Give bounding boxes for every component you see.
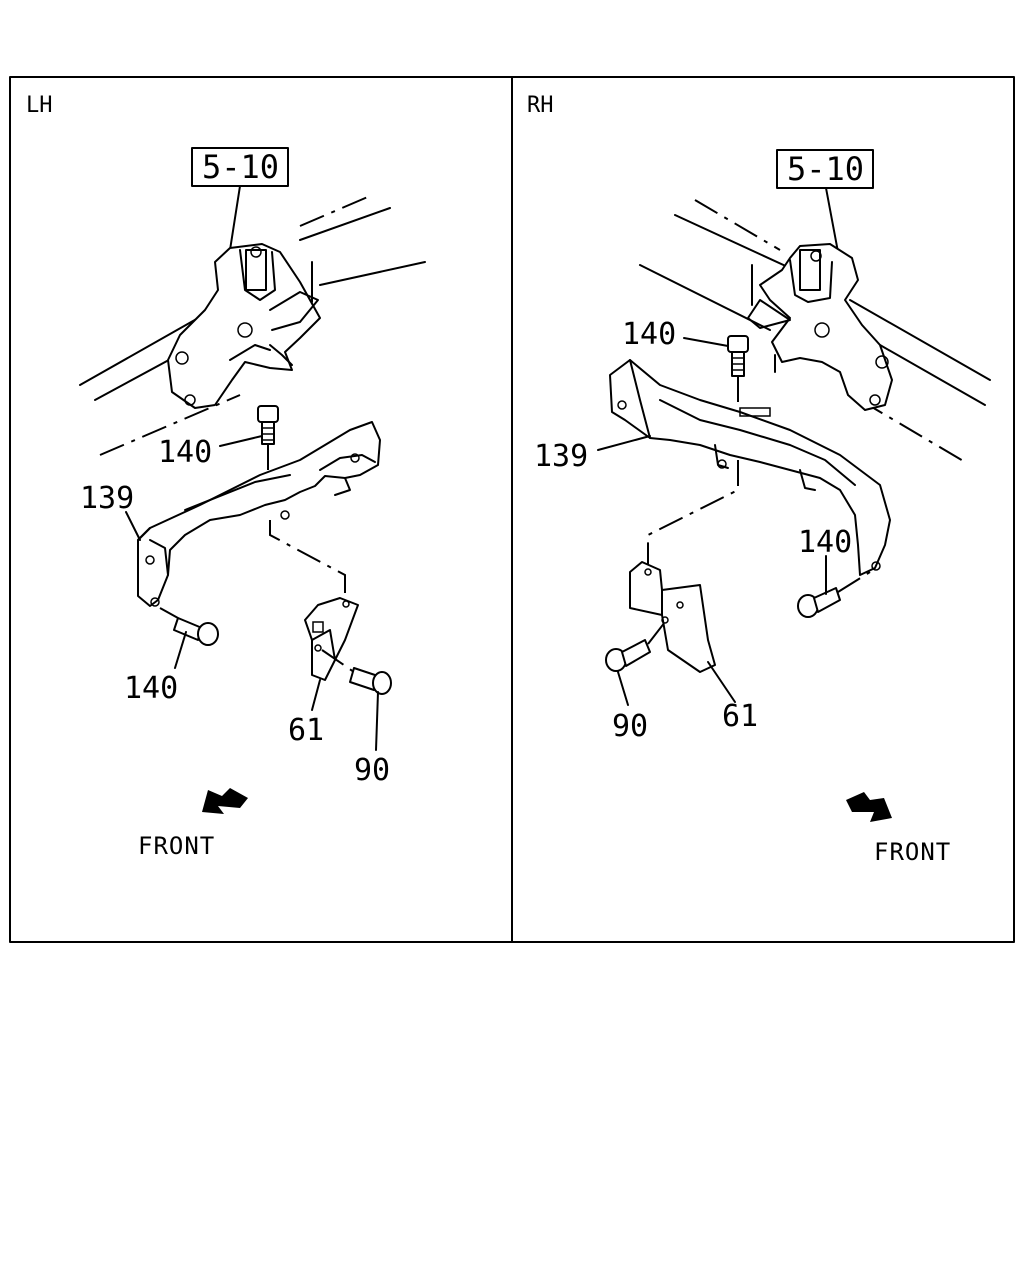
right-engine-mount <box>747 243 893 411</box>
right-plate-61 <box>629 561 716 673</box>
left-callout-139: 139 <box>80 481 134 516</box>
left-plate-61 <box>304 597 359 681</box>
right-callout-140-side: 140 <box>798 525 852 560</box>
left-bolt-top-140 <box>257 405 279 470</box>
right-callout-139: 139 <box>534 439 588 474</box>
left-side-label: LH <box>26 93 53 118</box>
left-engine-mount <box>167 243 321 409</box>
left-ref-leader <box>229 185 241 251</box>
right-side-label: RH <box>527 93 554 118</box>
right-callout-90: 90 <box>612 709 648 744</box>
right-panel-frame <box>511 76 1015 943</box>
right-panel: RH 5-10 <box>527 93 991 866</box>
right-front-label: FRONT <box>874 838 951 866</box>
left-bolt-lower-140 <box>159 607 219 646</box>
left-panel: LH 5-10 <box>26 93 426 860</box>
left-callout-140-lower: 140 <box>124 671 178 706</box>
right-bolt-90 <box>605 621 666 672</box>
left-ref-box-text: 5-10 <box>202 148 279 186</box>
right-bolt-side-140 <box>797 571 871 618</box>
right-front-arrow-icon <box>846 792 892 822</box>
right-ref-leader <box>825 187 839 253</box>
right-bracket-139 <box>609 359 891 576</box>
left-callout-140-top: 140 <box>158 435 212 470</box>
right-ref-box-text: 5-10 <box>787 150 864 188</box>
left-bolt-90 <box>321 649 392 695</box>
right-callout-61: 61 <box>722 699 758 734</box>
left-callout-61: 61 <box>288 713 324 748</box>
right-callout-140-top: 140 <box>622 317 676 352</box>
right-bolt-top-140 <box>727 335 749 410</box>
left-front-arrow-icon <box>202 788 248 814</box>
left-front-label: FRONT <box>138 832 215 860</box>
left-callout-90: 90 <box>354 753 390 788</box>
left-bracket-139 <box>137 421 381 607</box>
